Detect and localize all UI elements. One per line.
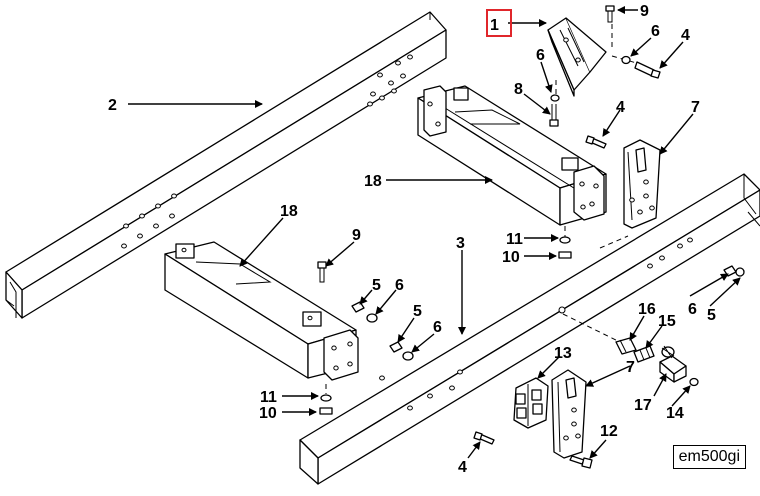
bolt-9-lower — [317, 261, 327, 283]
callout-9-top: 9 — [640, 3, 649, 20]
fasteners-5-6-right — [723, 265, 745, 277]
callout-12: 12 — [600, 423, 618, 440]
callout-14: 14 — [666, 405, 684, 422]
callout-4-mid: 4 — [616, 99, 625, 116]
callout-10-upper: 10 — [502, 249, 520, 266]
valve-17 — [659, 345, 687, 383]
fasteners-5-6-left — [351, 301, 414, 361]
bolt-4-lower — [473, 431, 495, 445]
frame-rail-left — [5, 11, 447, 319]
fitting-15 — [633, 345, 655, 363]
callout-4-bottom: 4 — [458, 459, 467, 476]
callout-15: 15 — [658, 313, 676, 330]
callout-6-top: 6 — [651, 23, 660, 40]
callout-18-upper: 18 — [364, 173, 382, 190]
callout-11-lower: 11 — [260, 389, 277, 406]
callout-11-upper: 11 — [506, 231, 523, 248]
washer-11-upper — [559, 226, 571, 244]
mounting-bracket — [547, 17, 641, 97]
callout-7-lower: 7 — [626, 359, 635, 376]
callout-labels: 1 2 3 4 4 4 5 5 5 6 6 6 6 6 7 7 8 9 9 10… — [108, 3, 716, 476]
washer-6-bracket — [550, 94, 560, 102]
bolt-8 — [549, 104, 559, 127]
bolt-4-mid — [585, 135, 607, 149]
callout-1: 1 — [490, 17, 499, 34]
callout-10-lower: 10 — [259, 405, 277, 422]
callout-2: 2 — [108, 97, 117, 114]
bolt-9-top — [605, 5, 615, 23]
callout-6-mid: 6 — [433, 319, 442, 336]
frame-rail-right — [299, 173, 760, 485]
callout-5-left: 5 — [372, 277, 381, 294]
crossmember-lower — [164, 241, 359, 381]
callout-3: 3 — [456, 235, 465, 252]
rail-right-holes — [379, 237, 693, 411]
callout-4-top: 4 — [681, 27, 690, 44]
callout-9-lower: 9 — [352, 227, 361, 244]
nut-10-upper — [558, 251, 572, 259]
crossmember-upper — [417, 85, 607, 226]
callout-5-mid: 5 — [413, 303, 422, 320]
callout-6-left: 6 — [395, 277, 404, 294]
plate-7-lower — [551, 369, 587, 459]
figure-id-label: em500gi — [672, 445, 746, 469]
callout-13: 13 — [554, 345, 572, 362]
plug-14 — [689, 377, 699, 387]
callout-highlight-box — [486, 9, 512, 37]
callout-8: 8 — [514, 81, 523, 98]
callout-6-bracket: 6 — [536, 47, 545, 64]
washer-6-top — [621, 55, 631, 65]
block-13 — [513, 377, 549, 429]
plate-7-upper — [623, 139, 661, 229]
leader-lines — [128, 6, 741, 459]
callout-6-right: 6 — [688, 301, 697, 318]
fitting-16 — [615, 337, 637, 355]
nut-10-lower — [319, 407, 333, 415]
rail-left-holes — [121, 54, 413, 249]
callout-17: 17 — [634, 397, 652, 414]
callout-18-lower: 18 — [280, 203, 298, 220]
callout-7-upper: 7 — [691, 99, 700, 116]
bolt-12 — [569, 455, 593, 469]
bolt-4-top — [634, 61, 661, 79]
callout-16: 16 — [638, 301, 656, 318]
callout-5-right: 5 — [707, 307, 716, 324]
washer-11-lower — [320, 384, 332, 402]
